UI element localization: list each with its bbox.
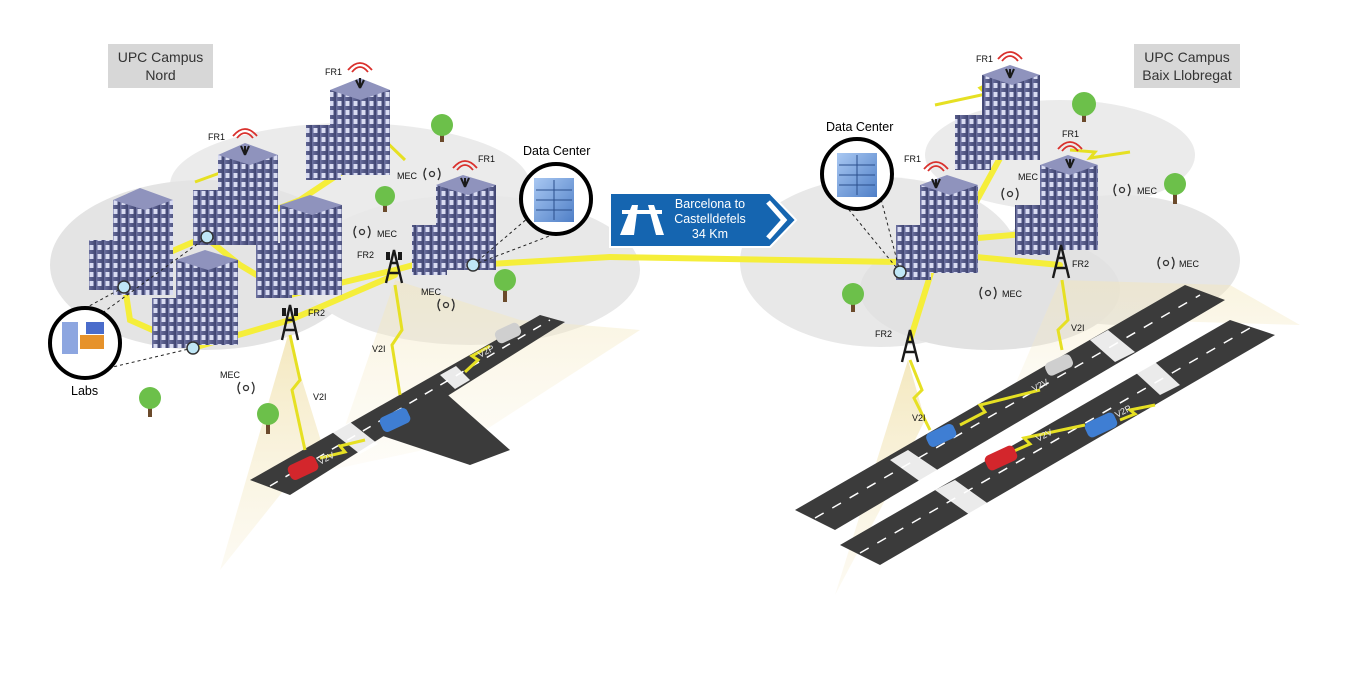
server-rack-lines — [536, 180, 572, 220]
mec-label: MEC — [421, 287, 442, 297]
buildings-left — [89, 78, 496, 348]
fr1-label: FR1 — [325, 67, 342, 77]
car-icon — [287, 322, 522, 480]
campus-title-line: Nord — [145, 67, 176, 83]
campus-title-line: Baix Llobregat — [1142, 67, 1232, 83]
magnifier-icon — [893, 265, 907, 279]
fr1-label: FR1 — [904, 154, 921, 164]
sign-line: Castelldefels — [674, 212, 746, 226]
highway-icon — [620, 205, 664, 235]
mec-icon — [979, 183, 1175, 300]
lane-marking — [814, 294, 1201, 519]
coverage-beam — [1000, 280, 1300, 420]
data-center-label: Data Center — [826, 120, 893, 134]
fr1-label: FR1 — [1062, 129, 1079, 139]
mec-label: MEC — [220, 370, 241, 380]
magnifier-icon — [117, 230, 480, 355]
zoom-connector — [844, 194, 901, 273]
coverage-beam — [220, 335, 330, 570]
road — [250, 315, 565, 495]
v2i-label: V2I — [912, 413, 926, 423]
v2i-label: V2I — [372, 344, 386, 354]
fr1-signal-icon — [232, 62, 478, 171]
labs-icon — [62, 322, 104, 354]
fr2-tower-icon — [900, 244, 1071, 363]
car-icon — [926, 354, 1118, 471]
server-rack-lines — [839, 155, 875, 195]
campus-baix-llobregat-label: UPC Campus Baix Llobregat — [1134, 44, 1240, 88]
mec-label: MEC — [1137, 186, 1158, 196]
v2i-label: V2I — [1071, 323, 1085, 333]
campus-title-line: UPC Campus — [117, 49, 204, 65]
sign-line: Barcelona to — [674, 197, 746, 211]
labs-label: Labs — [71, 384, 98, 398]
chevron-right-icon — [766, 200, 788, 240]
tree-icon — [842, 92, 1186, 312]
crosswalk — [332, 366, 470, 454]
fr2-label: FR2 — [308, 308, 325, 318]
mec-label: MEC — [1018, 172, 1039, 182]
sign-line: 34 Km — [691, 227, 729, 241]
fr2-tower-icon — [280, 249, 404, 341]
tree-icon — [139, 114, 516, 434]
lane-marking — [269, 319, 551, 487]
mec-label: MEC — [1179, 259, 1200, 269]
lane-marking — [859, 327, 1251, 554]
fr1-label: FR1 — [976, 54, 993, 64]
mec-label: MEC — [397, 171, 418, 181]
fr1-label: FR1 — [478, 154, 495, 164]
v2i-label: V2I — [313, 392, 327, 402]
campus-nord-label: UPC Campus Nord — [108, 44, 213, 88]
mec-label: MEC — [377, 229, 398, 239]
fr1-signal-icon — [923, 51, 1083, 172]
fr1-antenna-icon — [240, 78, 470, 188]
mec-icon — [237, 167, 455, 395]
data-center-label: Data Center — [523, 144, 590, 158]
fr2-label: FR2 — [875, 329, 892, 339]
highway-sign-text: Barcelona to Castelldefels 34 Km — [660, 197, 760, 242]
fr1-antenna-icon — [931, 68, 1075, 189]
fr1-label: FR1 — [208, 132, 225, 142]
mec-label: MEC — [1002, 289, 1023, 299]
crosswalk — [890, 330, 1180, 515]
fr2-label: FR2 — [1072, 259, 1089, 269]
fr2-panel-icon — [282, 252, 402, 316]
fr2-label: FR2 — [357, 250, 374, 260]
campus-title-line: UPC Campus — [1144, 49, 1230, 65]
road — [365, 388, 510, 465]
buildings-right — [896, 65, 1098, 280]
